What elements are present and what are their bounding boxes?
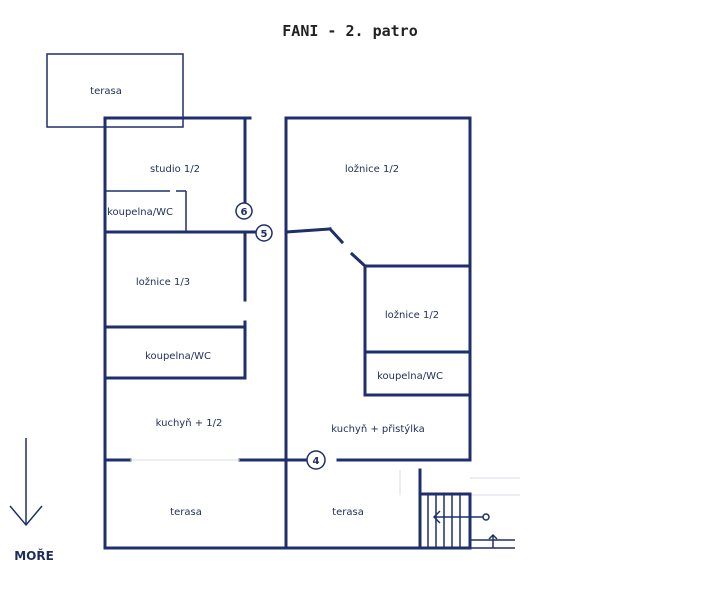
stairs-icon (399, 470, 520, 550)
room-label-kuchyn-right: kuchyň + přistýlka (331, 423, 424, 435)
outer-walls (103, 116, 472, 550)
room-label-loznice-left: ložnice 1/3 (136, 276, 190, 288)
terrace-top: terasa (46, 53, 184, 128)
svg-text:5: 5 (261, 229, 268, 240)
room-label-kuchyn-left: kuchyň + 1/2 (156, 417, 223, 429)
marker-6: 6 (235, 202, 253, 220)
room-label-koupelna-right: koupelna/WC (377, 371, 443, 382)
interior-walls-right (284, 226, 472, 462)
room-label-terasa-bottom-left: terasa (170, 507, 202, 518)
marker-4: 4 (306, 450, 326, 470)
room-label-terasa-top: terasa (90, 86, 122, 97)
svg-text:6: 6 (241, 207, 248, 218)
sea-label: MOŘE (14, 548, 54, 563)
interior-walls-left (103, 116, 307, 462)
plan-title: FANI - 2. patro (282, 22, 417, 40)
room-label-loznice-right-mid: ložnice 1/2 (385, 309, 439, 321)
svg-text:4: 4 (313, 456, 320, 467)
room-label-studio: studio 1/2 (150, 164, 200, 175)
arrow-down-icon (9, 438, 43, 527)
marker-5: 5 (255, 224, 273, 242)
room-label-koupelna-left-mid: koupelna/WC (145, 351, 211, 362)
room-label-koupelna-left-top: koupelna/WC (107, 207, 173, 218)
room-label-loznice-right-top: ložnice 1/2 (345, 163, 399, 175)
room-label-terasa-bottom-right: terasa (332, 507, 364, 518)
